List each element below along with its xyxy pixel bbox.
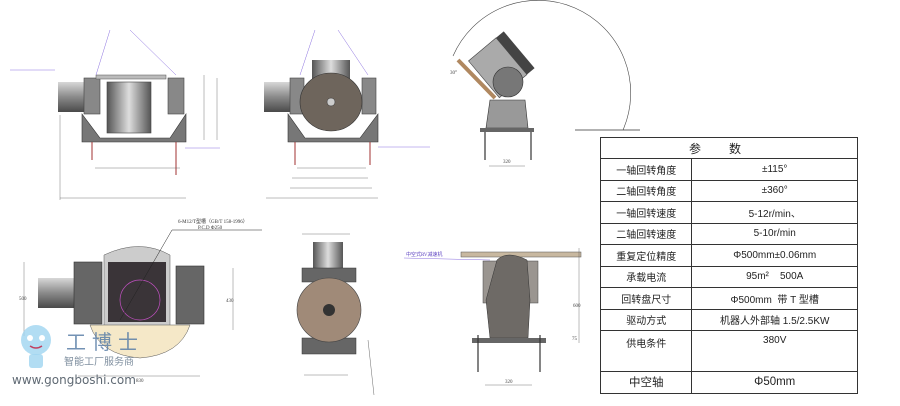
param-value: 5-10r/min xyxy=(691,222,858,245)
table-row: 驱动方式机器人外部轴 1.5/2.5KW xyxy=(599,308,858,331)
param-value: 机器人外部轴 1.5/2.5KW xyxy=(691,308,858,331)
param-value: Φ500mm 带 T 型槽 xyxy=(691,287,858,310)
table-row: 二轴回转角度±360° xyxy=(599,179,858,202)
watermark-url: www.gongboshi.com xyxy=(12,373,136,387)
tslot-note: 6-M12/T型槽（GB/T 158-1996） xyxy=(178,218,248,225)
watermark-brand: 工博士 xyxy=(66,330,144,354)
param-value: ±115° xyxy=(691,158,858,181)
mascot-logo-icon xyxy=(21,325,51,368)
tilted-side-view: 320 30° xyxy=(450,0,640,167)
dim-30deg: 30° xyxy=(450,71,457,76)
reducer-note: 中空式RV减速机 xyxy=(406,251,443,258)
param-label: 一轴回转角度 xyxy=(599,158,693,181)
param-label: 供电条件 xyxy=(599,330,693,372)
top-view: 6-M12/T型槽（GB/T 158-1996） P.C.D Φ250 500 … xyxy=(19,218,262,384)
table-row: 一轴回转角度±115° xyxy=(599,158,858,181)
param-label: 驱动方式 xyxy=(599,308,693,331)
param-label: 二轴回转速度 xyxy=(599,222,693,245)
param-value: ±360° xyxy=(691,179,858,202)
dim-320-side: 320 xyxy=(503,160,511,165)
param-value: Φ500mm±0.06mm xyxy=(691,244,858,267)
dim-430: 430 xyxy=(226,299,234,304)
param-value: Φ50mm xyxy=(691,371,858,394)
pcd-note: P.C.D Φ250 xyxy=(198,226,223,231)
table-header: 参数 xyxy=(600,137,858,159)
dim-320: 320 xyxy=(505,380,513,385)
param-label: 重复定位精度 xyxy=(599,244,693,267)
dim-830: 830 xyxy=(136,379,144,384)
dim-600: 600 xyxy=(573,304,581,309)
dim-500: 500 xyxy=(19,297,27,302)
param-label: 二轴回转角度 xyxy=(599,179,693,202)
param-value: 5-12r/min、 xyxy=(691,201,858,224)
watermark-tagline: 智能工厂服务商 xyxy=(64,357,134,368)
side-view: 中空式RV减速机 600 75 320 xyxy=(403,248,582,386)
param-label: 一轴回转速度 xyxy=(599,201,693,224)
param-label: 承载电流 xyxy=(599,265,693,288)
disk-view xyxy=(264,29,430,199)
param-value: 380V xyxy=(691,330,858,372)
param-label: 中空轴 xyxy=(599,371,693,394)
param-label: 回转盘尺寸 xyxy=(599,287,693,310)
param-value: 95m² 500A xyxy=(691,265,858,288)
dim-75: 75 xyxy=(572,337,578,342)
watermark: 工博士 智能工厂服务商 www.gongboshi.com xyxy=(8,318,168,406)
turntable-face-view xyxy=(296,233,375,396)
front-view xyxy=(10,29,220,200)
